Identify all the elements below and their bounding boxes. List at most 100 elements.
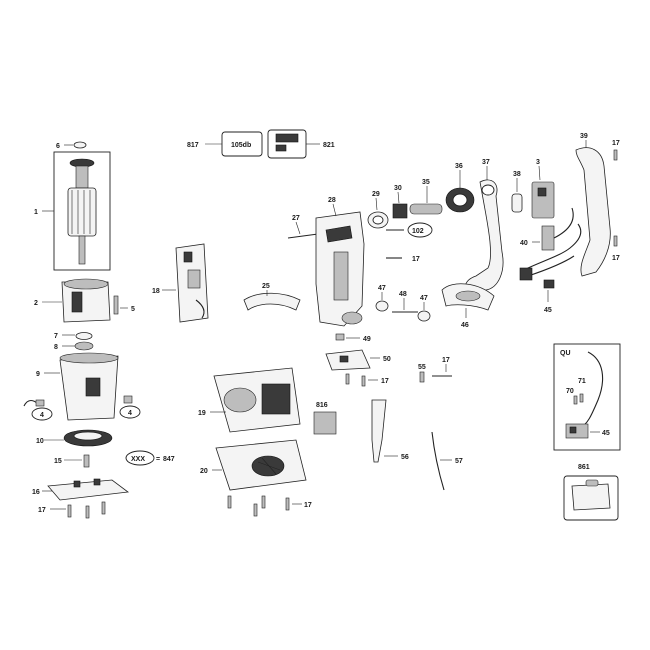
qu-variant-box: QU 70 71 45 (553, 343, 621, 451)
part-4-brush-left: 4 (23, 399, 53, 421)
label-17d: 17 (612, 140, 620, 147)
label-821-plate: 821 (267, 129, 335, 159)
label-49: 49 (363, 336, 371, 343)
part-48-pin: 48 (392, 291, 418, 313)
part-18-switch-module: 18 (152, 243, 209, 323)
part-45-cable-assembly: 45 (519, 223, 582, 314)
label-10: 10 (36, 438, 44, 445)
part-5-screw: 5 (113, 295, 135, 315)
label-29: 29 (372, 191, 380, 198)
part-16-base-plate: 16 (32, 478, 130, 501)
label-816: 816 (316, 402, 328, 409)
label-56: 56 (401, 454, 409, 461)
part-20-lower-cover: 20 (200, 439, 307, 491)
label-39: 39 (580, 133, 588, 140)
label-20: 20 (200, 468, 208, 475)
label-817: 817 (187, 142, 199, 149)
part-15-screw: 15 (54, 454, 90, 468)
label-35: 35 (422, 179, 430, 186)
label-38: 38 (513, 171, 521, 178)
part-4-brush-right: 4 (119, 395, 141, 419)
label-2: 2 (34, 300, 38, 307)
part-17-screw-top-right: 17 (612, 140, 620, 161)
part-47-right: 47 (417, 295, 431, 322)
part-3-switch: 3 (531, 159, 555, 219)
part-49-spring: 49 (335, 333, 371, 343)
label-qu: QU (560, 350, 571, 357)
part-29-ring: 29 (367, 191, 389, 229)
part-57-power-cord: 57 (431, 431, 463, 491)
label-71: 71 (578, 378, 586, 385)
label-25: 25 (262, 283, 270, 290)
part-17-screw-center: 17 (386, 256, 420, 263)
label-45a: 45 (544, 307, 552, 314)
part-17-screws-center: 17 (227, 495, 312, 517)
label-4a: 4 (40, 412, 44, 419)
ref-xxx-847: XXX = 847 (125, 450, 175, 466)
part-19-gear-housing: 19 (198, 367, 301, 433)
part-17-screws-left: 17 (38, 501, 106, 519)
label-17f: 17 (381, 378, 389, 385)
part-7-8-bearings: 7 8 (54, 332, 94, 351)
part-6-washer: 6 (56, 141, 87, 150)
part-27-screw: 27 (287, 215, 319, 239)
part-28-main-housing: 28 (315, 197, 365, 327)
label-17a: 17 (38, 507, 46, 514)
label-55: 55 (418, 364, 426, 371)
label-28: 28 (328, 197, 336, 204)
label-18: 18 (152, 288, 160, 295)
label-9: 9 (36, 371, 40, 378)
part-17-screws-lever: 17 (345, 373, 389, 387)
part-35-spindle: 35 (409, 179, 443, 215)
label-17e: 17 (612, 255, 620, 262)
part-816-sticker: 816 (313, 402, 337, 435)
label-50: 50 (383, 356, 391, 363)
part-46-cover: 46 (441, 283, 495, 329)
label-3: 3 (536, 159, 540, 166)
part-36-spring: 36 (445, 163, 475, 213)
label-47a: 47 (378, 285, 386, 292)
part-38-trigger: 38 (511, 171, 523, 213)
label-17g: 17 (442, 357, 450, 364)
svg-text:=: = (156, 456, 160, 463)
part-10-fan: 10 (36, 429, 113, 447)
label-105db: 105db (231, 142, 251, 149)
part-56-cable-sleeve: 56 (371, 399, 409, 463)
label-1: 1 (34, 209, 38, 216)
label-8: 8 (54, 344, 58, 351)
part-37-handle: 37 (464, 159, 504, 295)
label-30: 30 (394, 185, 402, 192)
label-6: 6 (56, 143, 60, 150)
label-45b: 45 (602, 430, 610, 437)
label-46: 46 (461, 322, 469, 329)
part-40-switch: 40 (520, 207, 574, 251)
part-17-screw-right: 17 (612, 235, 620, 262)
part-25-bracket: 25 (243, 283, 301, 311)
label-16: 16 (32, 489, 40, 496)
label-15: 15 (54, 458, 62, 465)
label-17c: 17 (412, 256, 420, 263)
part-9-motor-housing: 9 (36, 352, 119, 421)
part-102-ref: 102 (386, 222, 433, 238)
part-39-rear-handle: 39 (575, 133, 611, 277)
label-40: 40 (520, 240, 528, 247)
label-70: 70 (566, 388, 574, 395)
part-55-screw: 55 (418, 364, 426, 383)
label-36: 36 (455, 163, 463, 170)
label-27: 27 (292, 215, 300, 222)
part-1-armature: 1 (34, 151, 111, 271)
label-7: 7 (54, 333, 58, 340)
part-50-lever: 50 (325, 349, 391, 371)
label-37: 37 (482, 159, 490, 166)
label-19: 19 (198, 410, 206, 417)
part-47-left: 47 (375, 285, 389, 312)
label-5: 5 (131, 306, 135, 313)
part-30-block: 30 (392, 185, 408, 219)
label-57: 57 (455, 458, 463, 465)
part-2-field: 2 (34, 278, 111, 323)
label-47b: 47 (420, 295, 428, 302)
part-17-screw-55: 17 (432, 357, 452, 377)
label-4b: 4 (128, 410, 132, 417)
label-xxx: XXX (131, 456, 145, 463)
